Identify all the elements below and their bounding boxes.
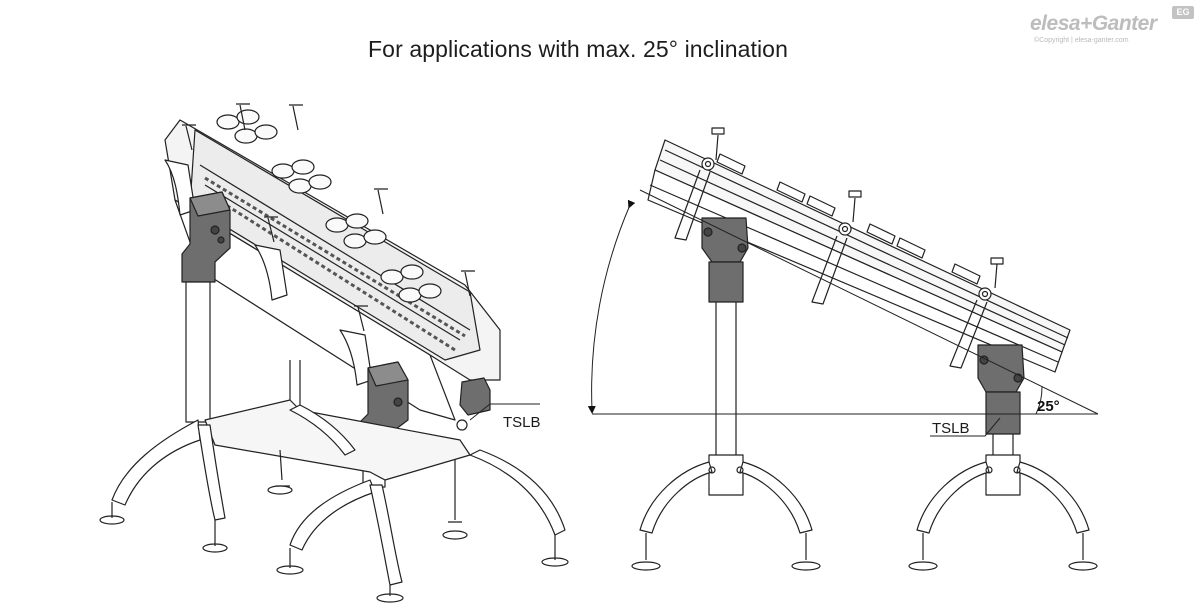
left-isometric-view [99,103,569,603]
left-tslb-leader [469,403,540,421]
right-stand-rear [631,217,821,571]
brand-name: elesa+Ganter [1030,12,1157,35]
left-clamp-tslb [459,377,491,416]
left-base-rear [99,404,356,553]
right-side-view [587,127,1099,571]
angle-construction [587,189,1099,415]
angle-label: 25° [1037,398,1060,415]
left-guide-brackets [164,103,475,386]
right-conveyor-beam [647,127,1071,373]
left-clamp-rear [181,191,231,283]
tslb-label-right: TSLB [932,420,970,437]
right-stand-front [908,344,1098,571]
brand-logo: elesa+Ganter EG ©Copyright | elesa-gante… [1030,6,1198,50]
left-base-front [276,449,569,603]
brand-copyright: ©Copyright | elesa-ganter.com [1034,37,1129,44]
tslb-label-left: TSLB [503,414,541,431]
left-bottles [216,109,442,303]
diagram-title: For applications with max. 25° inclinati… [368,36,788,62]
brand-badge: EG [1172,6,1194,19]
left-column-rear [185,281,211,423]
right-tslb-leader [930,417,1001,437]
